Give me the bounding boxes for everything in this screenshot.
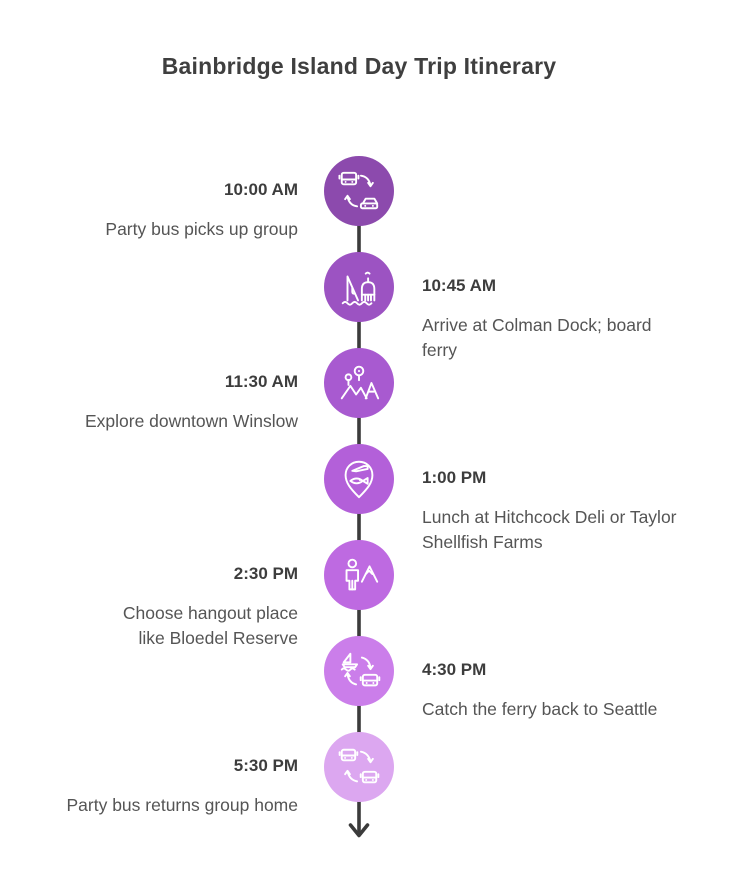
item-description: Party bus picks up group — [105, 219, 298, 239]
page-title: Bainbridge Island Day Trip Itinerary — [161, 53, 557, 79]
item-time: 2:30 PM — [233, 564, 298, 583]
timeline-node — [324, 252, 394, 322]
item-time: 10:45 AM — [422, 276, 497, 295]
item-time: 1:00 PM — [422, 468, 487, 487]
item-description: Party bus returns group home — [66, 795, 298, 815]
timeline-item: 4:30 PM Catch the ferry back to Seattle — [422, 659, 734, 722]
item-description: Explore downtown Winslow — [84, 411, 298, 431]
ferry-bus-transfer-icon — [340, 652, 381, 687]
item-time: 10:00 AM — [223, 180, 298, 199]
timeline-item: 2:30 PM Choose hangout place like Bloede… — [0, 563, 298, 651]
item-description: Choose hangout place like Bloedel Reserv… — [122, 603, 298, 648]
bus-bus-transfer-icon — [338, 748, 380, 784]
bus-car-transfer-icon — [338, 171, 379, 210]
item-time: 11:30 AM — [224, 372, 298, 391]
down-arrow-icon — [348, 823, 370, 838]
timeline-item: 10:00 AM Party bus picks up group — [0, 179, 298, 242]
item-description: Lunch at Hitchcock Deli or Taylor Shellf… — [422, 507, 677, 552]
seafood-pin-icon — [344, 460, 374, 499]
timeline-node — [324, 444, 394, 514]
timeline-item: 10:45 AM Arrive at Colman Dock; board fe… — [422, 275, 734, 363]
timeline-node — [324, 540, 394, 610]
item-description: Catch the ferry back to Seattle — [422, 699, 658, 719]
timeline-node — [324, 732, 394, 802]
timeline-node — [324, 348, 394, 418]
timeline-node — [324, 156, 394, 226]
timeline-item: 5:30 PM Party bus returns group home — [0, 755, 298, 818]
timeline-node — [324, 636, 394, 706]
timeline-item: 11:30 AM Explore downtown Winslow — [0, 371, 298, 434]
item-description: Arrive at Colman Dock; board ferry — [422, 315, 652, 360]
item-time: 4:30 PM — [422, 660, 487, 679]
item-time: 5:30 PM — [233, 756, 298, 775]
dock-crane-icon — [341, 271, 376, 306]
timeline-item: 1:00 PM Lunch at Hitchcock Deli or Taylo… — [422, 467, 734, 555]
person-mountain-icon — [345, 558, 379, 591]
park-pins-icon — [340, 365, 380, 400]
